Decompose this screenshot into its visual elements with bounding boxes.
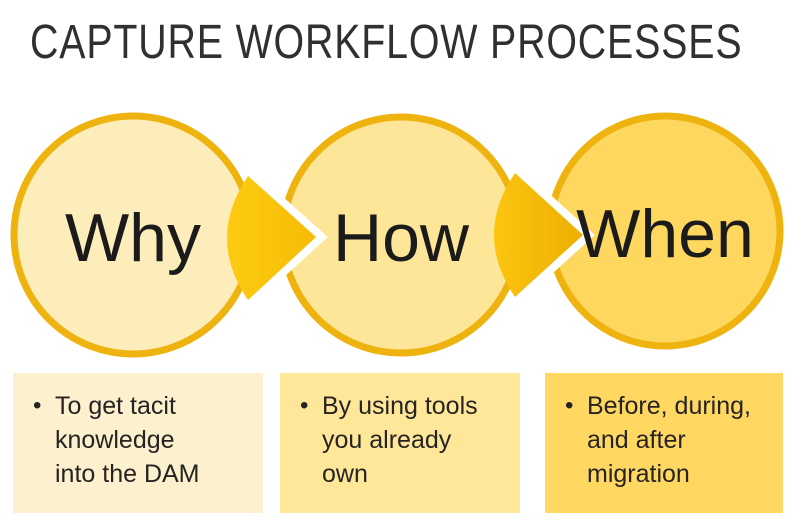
how-detail-box: • By using tools you already own bbox=[280, 373, 520, 513]
arrow-how-to-when bbox=[494, 173, 583, 297]
how-label: How bbox=[333, 200, 470, 276]
detail-line: you already bbox=[322, 426, 452, 454]
detail-line: own bbox=[322, 460, 368, 488]
detail-line: Before, during, bbox=[587, 392, 751, 420]
detail-line: and after bbox=[587, 426, 686, 454]
detail-line: into the DAM bbox=[55, 460, 200, 488]
how-detail-text: By using tools you already own bbox=[322, 389, 478, 491]
bullet-icon: • bbox=[565, 392, 574, 419]
when-detail-box: • Before, during, and after migration bbox=[545, 373, 783, 513]
bullet-icon: • bbox=[33, 392, 42, 419]
why-label: Why bbox=[65, 200, 201, 276]
why-detail-box: • To get tacit knowledge into the DAM bbox=[13, 373, 263, 513]
detail-line: To get tacit bbox=[55, 392, 176, 420]
detail-line: By using tools bbox=[322, 392, 478, 420]
bullet-icon: • bbox=[300, 392, 309, 419]
when-label: When bbox=[576, 196, 754, 272]
page-title: CAPTURE WORKFLOW PROCESSES bbox=[30, 16, 743, 69]
when-detail-text: Before, during, and after migration bbox=[587, 389, 751, 491]
arrow-why-to-how bbox=[227, 176, 316, 300]
why-detail-text: To get tacit knowledge into the DAM bbox=[55, 389, 200, 491]
detail-line: migration bbox=[587, 460, 690, 488]
detail-line: knowledge bbox=[55, 426, 175, 454]
